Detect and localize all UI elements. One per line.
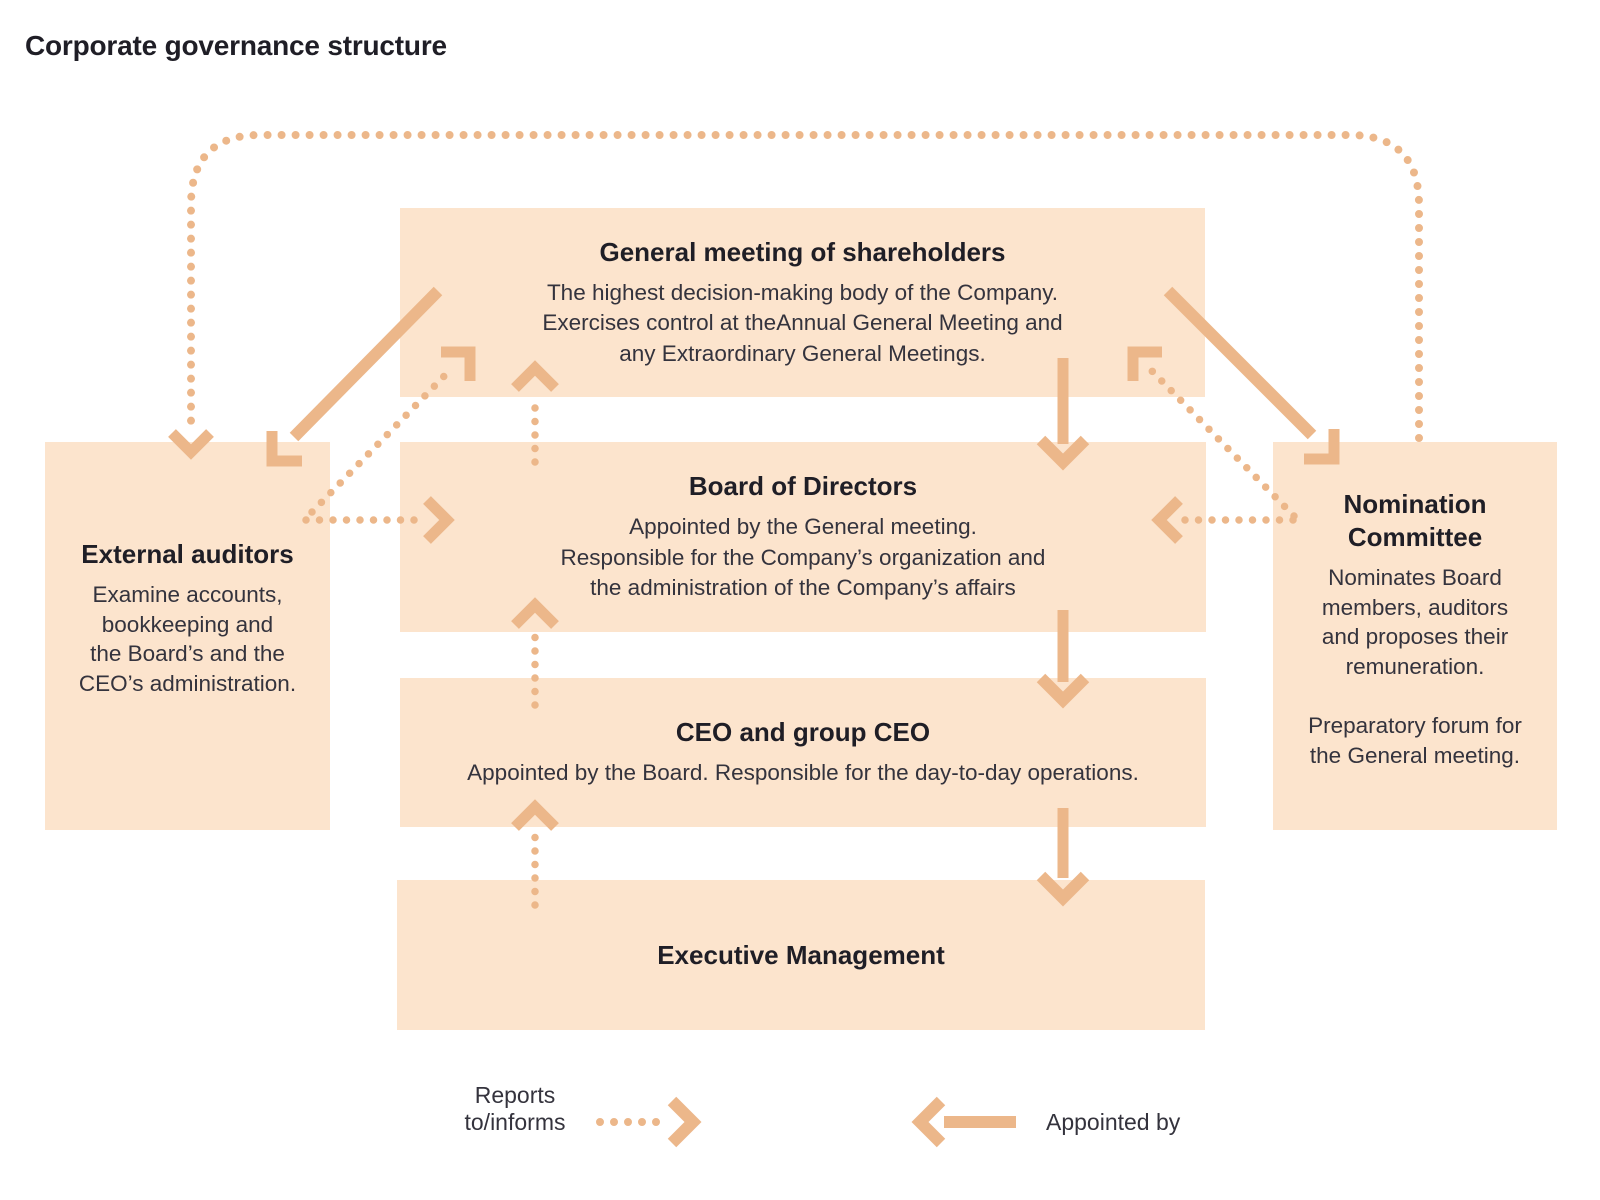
external-auditors-title: External auditors bbox=[81, 539, 294, 569]
chevron-left-icon bbox=[911, 1096, 946, 1148]
ceo-title: CEO and group CEO bbox=[675, 717, 931, 748]
ceo-body: Appointed by the Board. Responsible for … bbox=[467, 760, 1139, 786]
chevron-right-icon bbox=[667, 1096, 702, 1148]
executive-management-title: Executive Management bbox=[657, 939, 945, 970]
general-meeting-box: General meeting of shareholders The high… bbox=[400, 208, 1205, 397]
legend-appointed-label: Appointed by bbox=[1046, 1109, 1181, 1135]
ceo-box: CEO and group CEO Appointed by the Board… bbox=[400, 678, 1206, 827]
board-of-directors-title: Board of Directors bbox=[688, 471, 918, 502]
board-of-directors-body: Appointed by the General meeting. Respon… bbox=[560, 514, 1046, 601]
external-auditors-body: Examine accounts, bookkeeping and the Bo… bbox=[78, 582, 297, 696]
executive-management-box: Executive Management bbox=[397, 880, 1205, 1030]
board-of-directors-box: Board of Directors Appointed by the Gene… bbox=[400, 442, 1206, 632]
external-auditors-box: External auditors Examine accounts, book… bbox=[45, 442, 330, 830]
nomination-committee-body: Nominates Board members, auditors and pr… bbox=[1321, 565, 1509, 679]
nomination-committee-title: Nomination Committee bbox=[1343, 489, 1487, 552]
legend-reports-label: Reports to/informs bbox=[464, 1082, 566, 1135]
general-meeting-body: The highest decision-making body of the … bbox=[542, 279, 1063, 366]
page-title: Corporate governance structure bbox=[25, 30, 447, 61]
nomination-committee-box: Nomination Committee Nominates Board mem… bbox=[1273, 442, 1557, 830]
nomination-committee-body2: Preparatory forum for the General meetin… bbox=[1308, 713, 1522, 768]
general-meeting-title: General meeting of shareholders bbox=[599, 236, 1006, 267]
